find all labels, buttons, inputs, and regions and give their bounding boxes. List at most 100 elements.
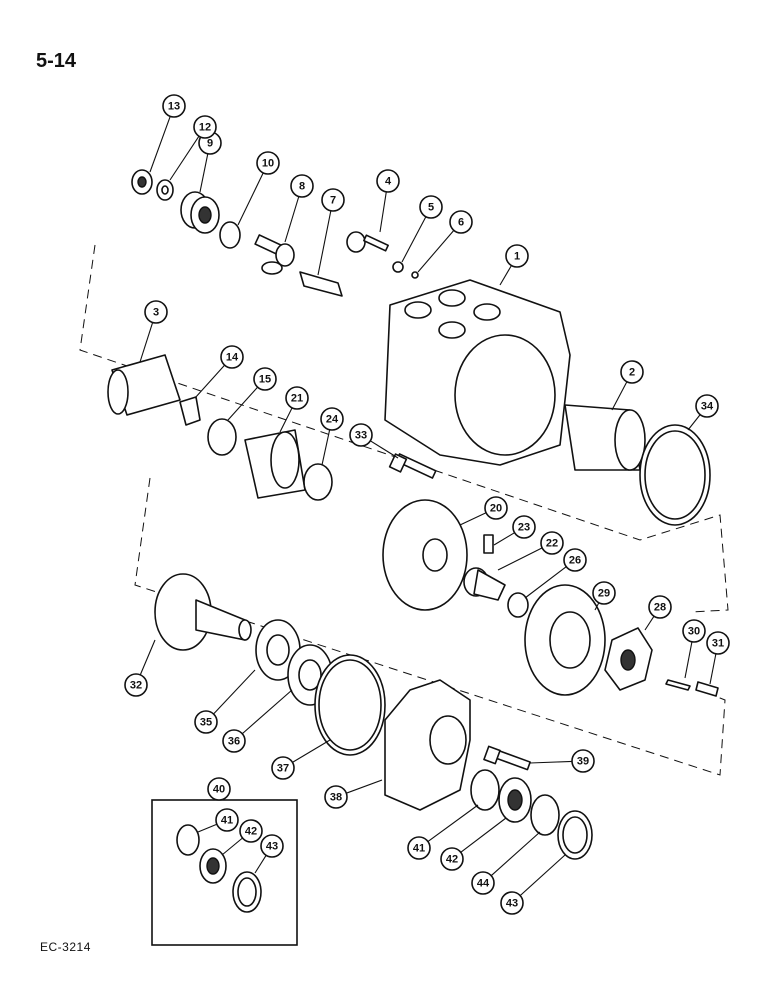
leader-line-41 [427, 804, 479, 842]
callout-label: 30 [688, 626, 700, 638]
leader-line-15 [227, 386, 259, 421]
callout-circle [320, 407, 344, 431]
callout-label: 38 [330, 792, 342, 804]
part-21-spring-assembly [244, 429, 306, 499]
part-4-relief-valve [346, 231, 389, 253]
callout-circle [349, 423, 373, 447]
callout-label: 34 [701, 401, 714, 413]
part-13-nut [131, 169, 153, 195]
part-33-bolt [388, 453, 437, 479]
callout-3: 3 [144, 300, 168, 324]
leader-line-20 [459, 512, 487, 526]
leader-line-3 [139, 322, 154, 363]
leader-line-8 [284, 196, 300, 243]
callout-26: 26 [563, 548, 587, 572]
callout-44: 44 [471, 871, 495, 895]
callout-label: 39 [577, 756, 589, 768]
callout-circle [253, 367, 277, 391]
leader-line-28 [644, 615, 655, 631]
callout-8: 8 [290, 174, 314, 198]
callout-label: 5 [428, 202, 434, 214]
callout-label: 33 [355, 430, 367, 442]
callout-42: 42 [239, 819, 263, 843]
callout-2: 2 [620, 360, 644, 384]
part-3-spool [107, 354, 181, 416]
part-39-bolt [483, 745, 531, 771]
figure-code: EC-3214 [40, 940, 91, 954]
leader-line-32 [139, 639, 156, 676]
part-10-o-ring [219, 221, 241, 249]
leader-line-42 [221, 837, 243, 856]
callout-circle [321, 188, 345, 212]
leader-line-42 [460, 817, 507, 853]
callout-35: 35 [194, 710, 218, 734]
kit-part-43 [232, 871, 262, 913]
assembly-axis-lower [134, 477, 726, 776]
callout-label: 7 [330, 195, 336, 207]
callout-label: 42 [446, 854, 458, 866]
callout-circle [471, 871, 495, 895]
callout-label: 41 [413, 843, 425, 855]
callout-5: 5 [419, 195, 443, 219]
callout-circle [215, 808, 239, 832]
callout-33: 33 [349, 423, 373, 447]
callout-circle [220, 345, 244, 369]
seal-kit-box [151, 799, 298, 946]
callout-circle [222, 729, 246, 753]
callout-circle [648, 595, 672, 619]
leader-line-36 [241, 689, 293, 735]
callout-label: 32 [130, 680, 142, 692]
part-8-check-valve [254, 234, 295, 275]
callout-label: 37 [277, 763, 289, 775]
callout-36: 36 [222, 729, 246, 753]
callout-39: 39 [571, 749, 595, 773]
callout-circle [571, 749, 595, 773]
part-14-pin [179, 396, 201, 426]
callout-31: 31 [706, 631, 730, 655]
callout-label: 1 [514, 251, 520, 263]
callout-label: 10 [262, 158, 274, 170]
part-37-o-ring [314, 654, 386, 756]
callout-label: 29 [598, 588, 610, 600]
callout-15: 15 [253, 367, 277, 391]
assembly-axis-upper [79, 244, 729, 613]
leader-line-10 [237, 172, 264, 226]
leader-line-4 [379, 191, 387, 233]
callout-label: 26 [569, 555, 581, 567]
part-20-plate [382, 499, 468, 611]
callout-13: 13 [162, 94, 186, 118]
callout-22: 22 [540, 531, 564, 555]
callout-42: 42 [440, 847, 464, 871]
leader-line-26 [524, 566, 567, 599]
part-29-gerotor-ring [524, 584, 606, 696]
callout-circle [124, 673, 148, 697]
callout-41: 41 [407, 836, 431, 860]
leader-line-5 [401, 216, 427, 263]
callout-label: 21 [291, 393, 303, 405]
callout-label: 15 [259, 374, 271, 386]
callout-34: 34 [695, 394, 719, 418]
callout-circle [449, 210, 473, 234]
leader-line-9 [199, 153, 209, 193]
leader-line-13 [149, 116, 171, 173]
part-30-pin [665, 679, 691, 691]
part-31-key [695, 681, 719, 697]
callout-20: 20 [484, 496, 508, 520]
part-43-seal [557, 810, 593, 860]
kit-part-41 [176, 824, 200, 856]
callout-circle [162, 94, 186, 118]
page-number: 5-14 [36, 50, 77, 72]
callout-label: 22 [546, 538, 558, 550]
leader-line-22 [497, 547, 543, 571]
callout-circle [484, 496, 508, 520]
callout-43: 43 [500, 891, 524, 915]
callout-circle [440, 847, 464, 871]
callout-37: 37 [271, 756, 295, 780]
callout-label: 2 [629, 367, 635, 379]
callout-circle [540, 531, 564, 555]
leader-line-30 [684, 641, 693, 679]
callout-label: 31 [712, 638, 724, 650]
part-2-sleeve [564, 404, 646, 471]
callout-circle [512, 515, 536, 539]
